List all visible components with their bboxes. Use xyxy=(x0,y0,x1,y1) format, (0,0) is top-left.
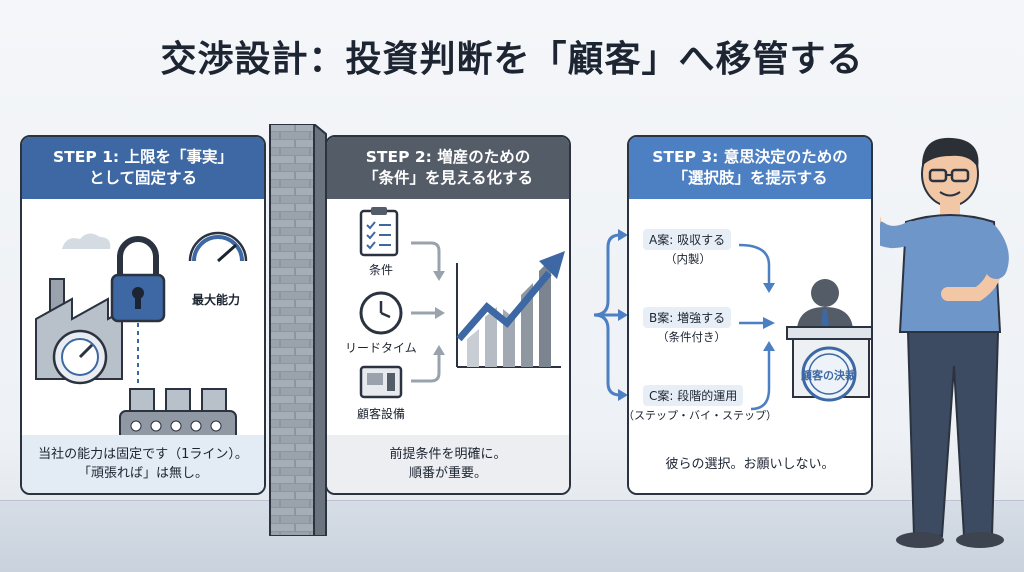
presenter-jeans xyxy=(906,331,1000,537)
step1-header-line2: として固定する xyxy=(88,169,198,187)
page-title: 交渉設計：投資判断を「顧客」へ移管する xyxy=(160,39,864,80)
option-a-label: A案: 吸収する xyxy=(643,229,732,250)
growth-chart-illustration xyxy=(359,207,565,399)
padlock-shackle xyxy=(117,236,159,277)
decision-illustration xyxy=(738,243,871,411)
growth-arrow-icon xyxy=(456,270,552,342)
smoke-cloud-icon xyxy=(62,233,111,249)
step2-header: STEP 2: 増産のための 「条件」を見える化する xyxy=(327,137,569,199)
clipboard-icon xyxy=(359,209,399,257)
step3-panel: STEP 3: 意思決定のための 「選択肢」を提示する A案: 吸収する （内製… xyxy=(627,135,873,495)
arrow-icon xyxy=(411,241,441,273)
max-capacity-label: 最大能力 xyxy=(192,293,241,307)
step1-footer: 当社の能力は固定です（1ライン）。 「頑張れば」は無し。 xyxy=(22,435,264,493)
lead-time-label: リードタイム xyxy=(345,341,417,355)
box-icon xyxy=(201,388,227,412)
step2-panel: STEP 2: 増産のための 「条件」を見える化する xyxy=(325,135,571,495)
step1-illustration: 最大能力 xyxy=(22,199,264,435)
step1-header-line1: STEP 1: 上限を「事実」 xyxy=(53,148,233,166)
executive-icon xyxy=(811,279,839,307)
factory-illustration xyxy=(35,231,248,435)
brick-wall xyxy=(269,124,327,536)
customer-equipment-label: 顧客設備 xyxy=(357,407,406,421)
conditions-label: 条件 xyxy=(369,263,394,277)
step3-header: STEP 3: 意思決定のための 「選択肢」を提示する xyxy=(629,137,871,199)
option-b-label: B案: 増強する xyxy=(643,307,732,328)
step1-panel: STEP 1: 上限を「事実」 として固定する xyxy=(20,135,266,495)
step2-header-line2: 「条件」を見える化する xyxy=(362,169,534,187)
stamp-label: 顧客の決裁 xyxy=(801,369,856,382)
option-c-label: C案: 段階的運用 xyxy=(643,385,744,406)
approval-stamp-icon xyxy=(801,346,857,402)
desk-icon xyxy=(786,326,871,340)
step1-header: STEP 1: 上限を「事実」 として固定する xyxy=(22,137,264,199)
option-b-sub: （条件付き） xyxy=(657,330,726,344)
step2-illustration: 条件 リードタイム 顧客設備 xyxy=(327,199,569,435)
step3-illustration: A案: 吸収する （内製） B案: 増強する （条件付き） C案: 段階的運用 … xyxy=(629,199,871,435)
step2-footer-line2: 順番が重要。 xyxy=(408,466,487,481)
step2-footer-line1: 前提条件を明確に。 xyxy=(389,447,507,462)
step2-footer: 前提条件を明確に。 順番が重要。 xyxy=(327,435,569,493)
box-icon xyxy=(129,388,155,412)
step3-footer: 彼らの選択。お願いしない。 xyxy=(629,435,871,493)
floor xyxy=(0,500,1024,572)
option-c-sub: （ステップ・バイ・ステップ） xyxy=(627,409,777,422)
step1-footer-line1: 当社の能力は固定です（1ライン）。 xyxy=(38,447,248,462)
presenter-illustration xyxy=(880,137,1009,548)
step1-footer-line2: 「頑張れば」は無し。 xyxy=(77,466,208,481)
step3-header-line2: 「選択肢」を提示する xyxy=(672,169,828,187)
option-a-sub: （内製） xyxy=(665,252,711,266)
step2-header-line1: STEP 2: 増産のための xyxy=(365,148,531,166)
step3-footer-line1: 彼らの選択。お願いしない。 xyxy=(665,456,835,472)
branch-arrows xyxy=(593,229,628,401)
step3-header-line1: STEP 3: 意思決定のための xyxy=(652,148,848,166)
box-icon xyxy=(165,388,191,412)
